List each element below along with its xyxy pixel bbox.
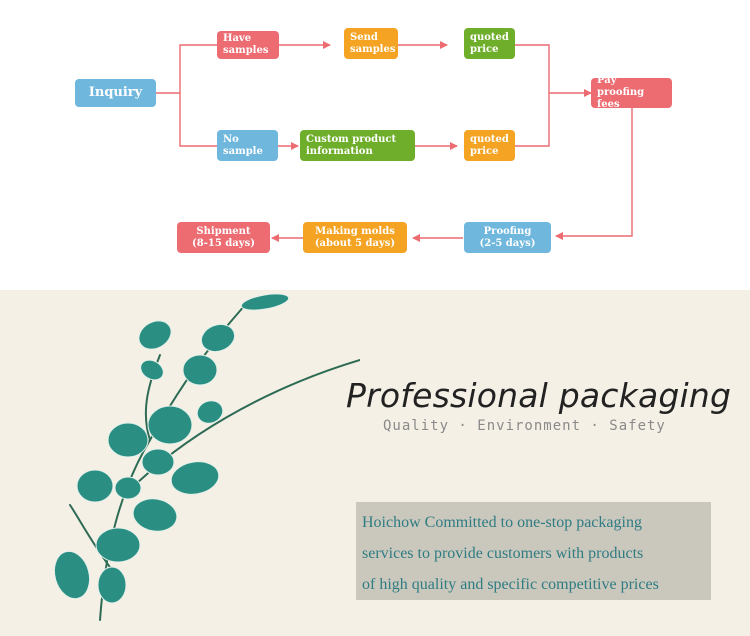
node-quoted-price-top-line1: quoted — [470, 31, 509, 43]
node-shipment-line2: (8-15 days) — [192, 237, 255, 249]
node-making-molds-line1: Making molds — [315, 225, 395, 237]
node-quoted-price-bottom-line1: quoted — [470, 133, 509, 145]
node-no-sample-line2: sample — [223, 145, 263, 157]
node-inquiry-label: Inquiry — [88, 85, 143, 100]
arrow-pay-proofing — [555, 108, 633, 240]
node-custom-info-line1: Custom product — [306, 133, 397, 145]
eucalyptus-leaf-illustration — [53, 293, 360, 621]
flow-connectors — [156, 41, 633, 242]
node-shipment: Shipment(8-15 days) — [177, 222, 270, 253]
node-quoted-price-top-line2: price — [470, 43, 499, 55]
arrow-quoted-pay-bottom — [515, 93, 550, 147]
node-proofing-line1: Proofing — [483, 225, 532, 237]
banner-section: Professional packaging Quality · Environ… — [0, 290, 750, 636]
connector-inquiry-no — [179, 93, 217, 147]
headline: Professional packaging — [346, 376, 732, 415]
connector-inquiry-have — [156, 44, 217, 94]
node-pay-fees-line1: Pay proofing — [597, 75, 645, 98]
node-no-sample-line1: No — [223, 133, 239, 145]
node-custom-info-line2: information — [306, 145, 373, 157]
node-have-samples-line1: Have — [223, 33, 252, 44]
node-inquiry: Inquiry — [75, 79, 156, 107]
node-send-samples-line2: samples — [350, 43, 396, 55]
node-making-molds: Making molds(about 5 days) — [303, 222, 407, 253]
node-pay-fees-line2: fees — [597, 99, 620, 110]
description-line: of high quality and specific competitive… — [362, 576, 659, 593]
description-line: Hoichow Committed to one-stop packaging — [362, 514, 642, 531]
node-proofing-line2: (2-5 days) — [479, 237, 536, 249]
node-quoted-price-bottom-line2: price — [470, 145, 499, 157]
subheadline: Quality · Environment · Safety — [383, 418, 666, 434]
node-making-molds-line2: (about 5 days) — [314, 237, 396, 249]
node-have-samples-line2: samples — [223, 45, 269, 56]
description-line: services to provide customers with produ… — [362, 545, 644, 562]
node-shipment-line1: Shipment — [196, 225, 251, 237]
node-proofing: Proofing(2-5 days) — [464, 222, 551, 253]
node-send-samples-line1: Send — [350, 31, 378, 43]
arrow-quoted-pay-top — [515, 44, 592, 97]
description-box: Hoichow Committed to one-stop packaging … — [356, 502, 711, 600]
